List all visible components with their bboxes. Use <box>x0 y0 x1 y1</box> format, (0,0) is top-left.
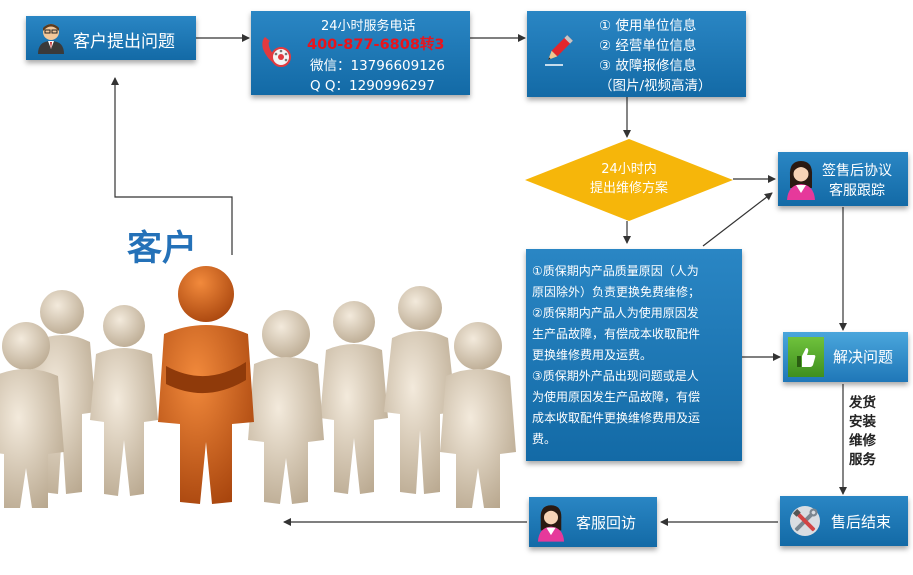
finish-box: 售后结束 <box>780 496 908 546</box>
ship-steps: 发货 安装 维修 服务 <box>849 394 876 470</box>
agreement-line-1: 签售后协议 <box>822 163 892 179</box>
plan-diamond <box>525 139 733 221</box>
arrow-customers-to-ask <box>111 77 233 255</box>
warranty-line: 为使用原因发生产品故障，有偿 <box>532 390 701 404</box>
customers-illustration <box>0 266 516 508</box>
customer-ask-box: 客户提出问题 <box>26 16 196 60</box>
warranty-line: 费。 <box>532 432 557 446</box>
customer-caption: 客户 <box>127 229 198 269</box>
warranty-line: 生产品故障，有偿成本收取配件 <box>532 327 701 341</box>
ship-step: 发货 <box>849 395 876 411</box>
solve-box: 解决问题 <box>783 332 908 382</box>
agreement-line-2: 客服跟踪 <box>829 183 885 199</box>
warranty-line: 更换维修费用及运费。 <box>532 348 653 362</box>
figure-back-5 <box>384 286 456 494</box>
hotline-box: 24小时服务电话 400-877-6808转3 微信：13796609126 Q… <box>251 11 470 95</box>
tools-icon <box>790 506 820 536</box>
info-item-4: （图片/视频高清） <box>599 78 712 94</box>
plan-line-2: 提出维修方案 <box>589 181 668 196</box>
plan-line-1: 24小时内 <box>601 162 657 177</box>
customer-service-woman-icon <box>537 505 565 542</box>
customer-ask-label: 客户提出问题 <box>73 32 175 52</box>
thumbs-up-icon <box>797 348 816 367</box>
customer-service-woman-icon <box>787 161 815 200</box>
warranty-line: ①质保期内产品质量原因（人为 <box>532 264 699 278</box>
ship-step: 安装 <box>849 414 876 430</box>
warranty-line: 成本收取配件更换维修费用及运 <box>532 411 701 425</box>
pencil-icon <box>545 35 573 66</box>
solve-icon-tile <box>788 337 824 377</box>
finish-label: 售后结束 <box>831 513 892 531</box>
warranty-line: ③质保期外产品出现问题或是人 <box>532 369 699 383</box>
callback-box: 客服回访 <box>529 497 657 547</box>
info-item-3: ③ 故障报修信息 <box>599 58 697 74</box>
info-box: ① 使用单位信息 ② 经营单位信息 ③ 故障报修信息 （图片/视频高清） <box>527 11 746 97</box>
hotline-wechat: 微信：13796609126 <box>310 58 445 74</box>
hotline-title: 24小时服务电话 <box>321 19 416 34</box>
arrow-warranty-to-agreement <box>702 192 773 247</box>
figure-highlight-orange <box>158 266 254 504</box>
figure-front-3 <box>248 310 324 504</box>
callback-label: 客服回访 <box>576 514 637 532</box>
warranty-box: ①质保期内产品质量原因（人为 原因除外）负责更换免费维修； ②质保期内产品人为使… <box>526 249 742 461</box>
telephone-icon <box>262 37 291 67</box>
warranty-line: 原因除外）负责更换免费维修； <box>532 285 701 299</box>
ship-step: 服务 <box>849 452 876 468</box>
agreement-box: 签售后协议 客服跟踪 <box>778 152 908 206</box>
figure-front-left <box>0 322 64 508</box>
hotline-qq: Q Q：1290996297 <box>310 78 435 94</box>
businessman-icon <box>38 24 64 54</box>
ship-step: 维修 <box>849 433 876 449</box>
figure-back-4 <box>320 301 388 494</box>
info-item-1: ① 使用单位信息 <box>599 18 697 34</box>
warranty-text: ①质保期内产品质量原因（人为 原因除外）负责更换免费维修； ②质保期内产品人为使… <box>532 261 700 450</box>
figure-back-2 <box>90 305 158 496</box>
info-item-2: ② 经营单位信息 <box>599 38 697 54</box>
warranty-line: ②质保期内产品人为使用原因发 <box>532 306 699 320</box>
hotline-phone: 400-877-6808转3 <box>307 37 445 53</box>
figure-front-right <box>440 322 516 508</box>
solve-label: 解决问题 <box>833 348 894 366</box>
